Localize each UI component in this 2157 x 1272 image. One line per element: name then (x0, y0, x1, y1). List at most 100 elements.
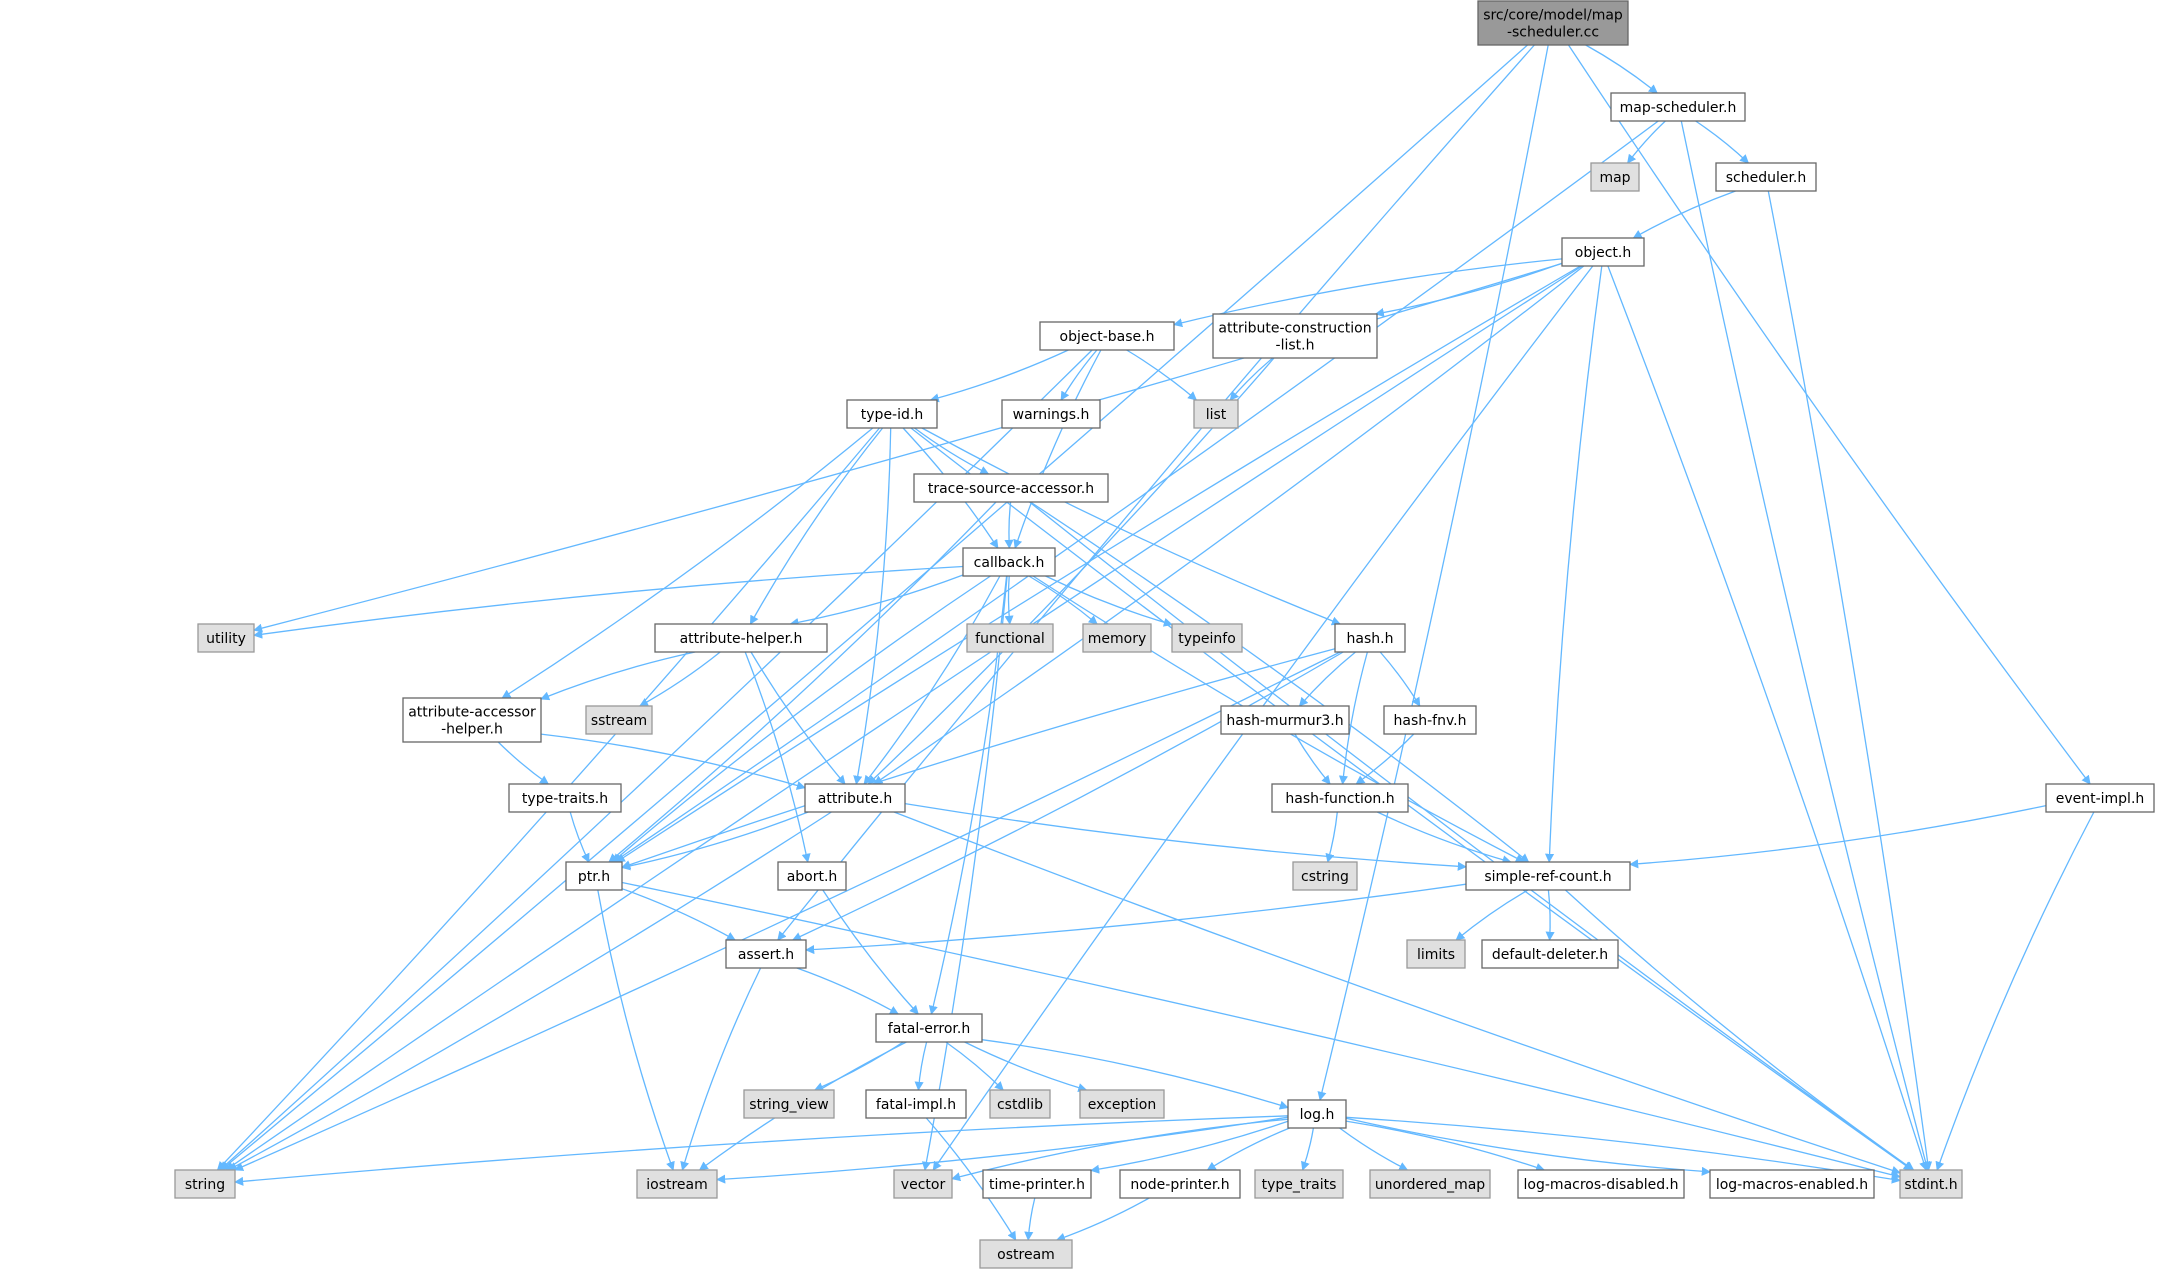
node-log-h[interactable]: log.h (1287, 1099, 1347, 1129)
node-attribute-h[interactable]: attribute.h (804, 783, 906, 813)
node-attribute-helper-h[interactable]: attribute-helper.h (654, 623, 828, 653)
edge-assert_h-to-fatal_error_h (796, 967, 899, 1015)
node-label: hash.h (1347, 631, 1394, 647)
edge-callback_h-to-vector (921, 575, 1008, 1171)
node-map-scheduler-h[interactable]: map-scheduler.h (1610, 92, 1746, 122)
edge-abort_h-to-fatal_error_h (822, 889, 919, 1015)
edge-log_h-to-stdint_h (1345, 1116, 1901, 1184)
edge-callback_h-to-attribute_helper_h (789, 574, 964, 627)
node-label: attribute.h (818, 791, 892, 807)
node-limits: limits (1406, 939, 1466, 969)
node-hash-murmur3-h[interactable]: hash-murmur3.h (1220, 705, 1350, 735)
edge-object_h-to-stdint_h (1607, 265, 1928, 1171)
node-box (1477, 0, 1629, 46)
node-box (743, 1089, 835, 1119)
edge-trace_source_accessor_h-to-callback_h (1004, 501, 1014, 549)
node-label: list (1206, 407, 1227, 423)
node-object-base-h[interactable]: object-base.h (1039, 321, 1175, 351)
node-label: type-traits.h (522, 791, 608, 807)
node-callback-h[interactable]: callback.h (962, 547, 1056, 577)
edge-callback_h-to-memory (1028, 575, 1098, 625)
edge-log_h-to-node_printer_h (1206, 1127, 1290, 1171)
node-warnings-h[interactable]: warnings.h (1001, 399, 1101, 429)
edge-simple_ref_count_h-to-limits (1455, 889, 1529, 941)
edge-log_h-to-log_macros_disabled_h (1345, 1120, 1546, 1172)
node-log-macros-enabled-h[interactable]: log-macros-enabled.h (1709, 1169, 1875, 1199)
node-log-macros-disabled-h[interactable]: log-macros-disabled.h (1517, 1169, 1685, 1199)
node-label: vector (901, 1177, 946, 1193)
edge-object_base_h-to-callback_h (1013, 349, 1102, 549)
edge-scheduler_h-to-object_h (1632, 190, 1736, 239)
node-object-h[interactable]: object.h (1561, 237, 1645, 267)
edge-fatal_error_h-to-exception (964, 1041, 1088, 1092)
node-label: object-base.h (1060, 329, 1155, 345)
node-label: trace-source-accessor.h (928, 481, 1094, 497)
edge-hash_murmur3_h-to-hash_function_h (1294, 733, 1331, 785)
edge-map_scheduler_h-to-scheduler_h (1695, 120, 1750, 164)
edge-hash_function_h-to-simple_ref_count_h (1377, 811, 1512, 865)
node-type-traits-h[interactable]: type-traits.h (508, 783, 622, 813)
node-cstdlib: cstdlib (989, 1089, 1051, 1119)
node-box (913, 473, 1109, 503)
node-box (197, 623, 255, 653)
node-box (1119, 1169, 1241, 1199)
node-box (1481, 939, 1619, 969)
node-label: fatal-impl.h (876, 1097, 956, 1113)
node-fatal-impl-h[interactable]: fatal-impl.h (865, 1089, 967, 1119)
edge-trace_source_accessor_h-to-simple_ref_count_h (1030, 501, 1530, 863)
node-attr-construction-list-h[interactable]: attribute-construction-list.h (1212, 313, 1378, 359)
node-time-printer-h[interactable]: time-printer.h (982, 1169, 1092, 1199)
edge-trace_source_accessor_h-to-stdint_h (1029, 501, 1914, 1171)
node-box (1292, 861, 1358, 891)
edge-type_id_h-to-hash_h (921, 427, 1341, 626)
edge-object_h-to-object_base_h (1173, 258, 1563, 328)
edge-log_h-to-time_printer_h (1090, 1120, 1289, 1174)
node-box (1171, 623, 1243, 653)
edge-root-to-event_impl_h (1567, 44, 2091, 785)
edge-attribute_h-to-stdint_h (893, 811, 1901, 1175)
node-label: cstdlib (997, 1097, 1043, 1113)
node-root[interactable]: src/core/model/map-scheduler.cc (1477, 0, 1629, 46)
node-hash-function-h[interactable]: hash-function.h (1271, 783, 1409, 813)
node-box (508, 783, 622, 813)
node-label: hash-murmur3.h (1226, 713, 1343, 729)
edge-object_h-to-attr_construction_list_h (1374, 262, 1563, 317)
node-type-id-h[interactable]: type-id.h (846, 399, 938, 429)
node-box (1517, 1169, 1685, 1199)
node-default-deleter-h[interactable]: default-deleter.h (1481, 939, 1619, 969)
node-ostream: ostream (979, 1239, 1073, 1269)
edge-attribute_helper_h-to-attribute_h (750, 651, 846, 785)
node-hash-fnv-h[interactable]: hash-fnv.h (1383, 705, 1477, 735)
node-simple-ref-count-h[interactable]: simple-ref-count.h (1465, 861, 1631, 891)
node-iostream: iostream (636, 1169, 718, 1199)
edge-attribute_helper_h-to-abort_h (744, 651, 811, 863)
node-node-printer-h[interactable]: node-printer.h (1119, 1169, 1241, 1199)
edge-log_h-to-vector (951, 1118, 1289, 1182)
node-box (402, 697, 542, 743)
node-label: abort.h (787, 869, 838, 885)
node-label: fatal-error.h (888, 1021, 970, 1037)
node-event-impl-h[interactable]: event-impl.h (2045, 783, 2155, 813)
node-label: default-deleter.h (1492, 947, 1608, 963)
node-ptr-h[interactable]: ptr.h (565, 861, 623, 891)
node-box (1039, 321, 1175, 351)
edge-hash_h-to-hash_function_h (1338, 651, 1369, 785)
node-hash-h[interactable]: hash.h (1334, 623, 1406, 653)
node-utility: utility (197, 623, 255, 653)
edge-trace_source_accessor_h-to-ptr_h (608, 501, 997, 863)
node-map: map (1590, 162, 1640, 192)
node-sstream: sstream (585, 705, 653, 735)
edge-map_scheduler_h-to-map (1627, 120, 1666, 164)
node-assert-h[interactable]: assert.h (725, 939, 807, 969)
node-box (875, 1013, 983, 1043)
node-fatal-error-h[interactable]: fatal-error.h (875, 1013, 983, 1043)
node-scheduler-h[interactable]: scheduler.h (1715, 162, 1817, 192)
node-list: list (1193, 399, 1239, 429)
edge-attribute_helper_h-to-attr_accessor_helper_h (540, 651, 696, 701)
edge-callback_h-to-utility (253, 565, 964, 639)
node-abort-h[interactable]: abort.h (777, 861, 847, 891)
node-trace-source-accessor-h[interactable]: trace-source-accessor.h (913, 473, 1109, 503)
edge-object_h-to-string (225, 265, 1583, 1171)
node-box (1590, 162, 1640, 192)
node-attr-accessor-helper-h[interactable]: attribute-accessor-helper.h (402, 697, 542, 743)
